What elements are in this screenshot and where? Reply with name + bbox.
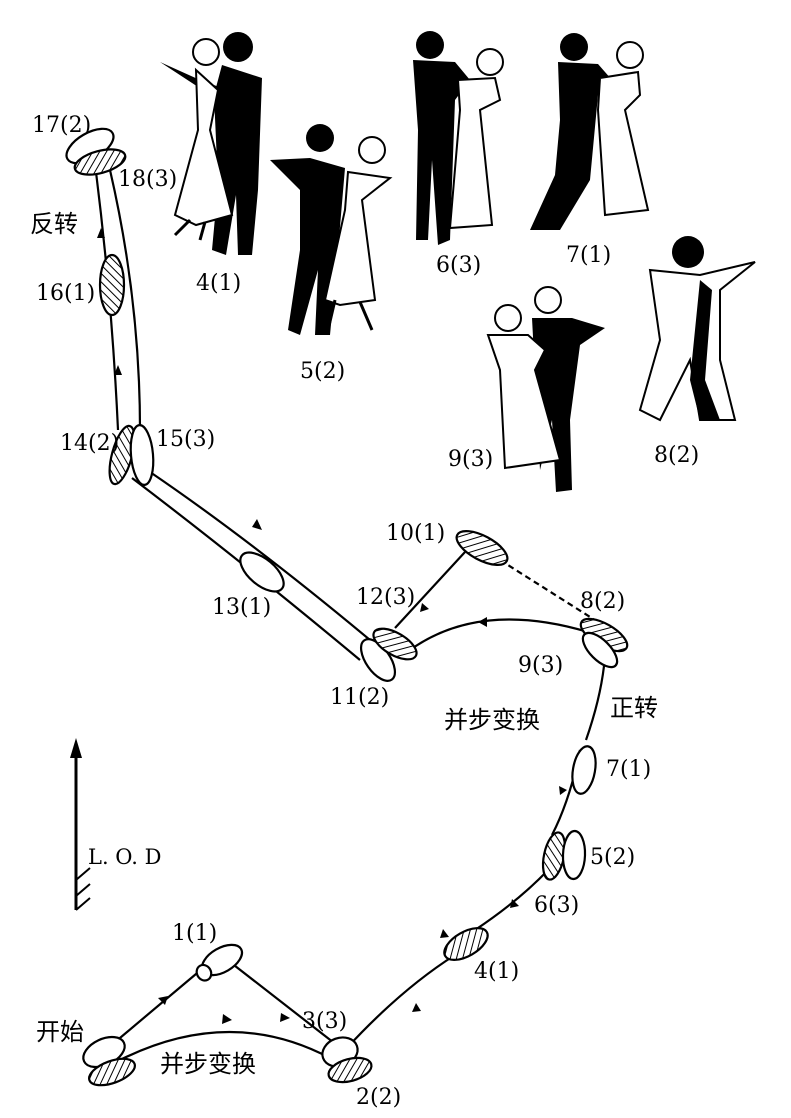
step-label-17: 17(2): [32, 113, 91, 138]
step-labels: 1(1) 2(2) 3(3) 4(1) 5(2) 6(3) 7(1) 8(2) …: [32, 113, 651, 1110]
dancer-couple-4-icon: [160, 32, 262, 255]
arrow-icon: [559, 786, 567, 795]
step-label-16: 16(1): [36, 281, 95, 306]
arrow-icon: [222, 1014, 232, 1024]
path-1-to-3: [229, 961, 339, 1047]
path-15-to-17: [108, 169, 142, 431]
arrow-icon: [510, 899, 519, 908]
step-label-6: 6(3): [534, 893, 579, 918]
label-closed-change-middle: 并步变换: [444, 706, 540, 734]
label-natural-turn: 正转: [610, 694, 658, 722]
step-label-10: 10(1): [386, 521, 445, 546]
hatched-footprint-start: [88, 1057, 136, 1087]
arrow-icon: [280, 1013, 290, 1022]
step-label-9: 9(3): [518, 653, 563, 678]
step-label-14: 14(2): [60, 431, 119, 456]
hatched-footprint-10: [455, 530, 509, 566]
footprint-7: [571, 745, 597, 795]
step-label-7: 7(1): [606, 757, 651, 782]
hatched-footprint-12: [372, 627, 418, 661]
dance-path: [94, 169, 606, 1061]
figure-label-6: 6(3): [436, 253, 481, 278]
footprint-13: [239, 551, 285, 593]
hatched-footprint-18: [73, 148, 127, 176]
footprint-1: [195, 943, 244, 982]
dancer-couple-6-icon: [413, 31, 504, 245]
hatched-footprint-2: [327, 1056, 373, 1084]
path-7-to-9: [584, 665, 606, 741]
path-start-to-3-closed-change: [119, 1030, 331, 1061]
path-12-to-10: [394, 551, 466, 629]
label-reverse-turn: 反转: [30, 210, 78, 238]
figure-label-9: 9(3): [448, 447, 493, 472]
label-start: 开始: [36, 1018, 84, 1046]
arrow-icon: [70, 738, 82, 758]
figure-label-7: 7(1): [566, 243, 611, 268]
step-label-11: 11(2): [330, 685, 389, 710]
figure-label-8: 8(2): [654, 443, 699, 468]
figure-labels: 4(1) 5(2) 6(3) 7(1) 8(2) 9(3): [196, 243, 699, 472]
footprints: [65, 127, 629, 1087]
path-9-to-12: [409, 618, 589, 651]
lod-label: L. O. D: [88, 845, 161, 869]
footprint-5: [561, 829, 587, 881]
step-label-15: 15(3): [156, 427, 215, 452]
figure-label-5: 5(2): [300, 359, 345, 384]
step-label-12: 12(3): [356, 585, 415, 610]
step-label-5: 5(2): [590, 845, 635, 870]
footprint-9: [581, 631, 619, 669]
label-closed-change-bottom: 并步变换: [160, 1050, 256, 1078]
dancer-couple-8-icon: [638, 236, 756, 422]
arrow-icon: [420, 603, 429, 612]
arrow-icon: [478, 617, 487, 627]
path-11-to-14: [149, 471, 371, 641]
arrow-icon: [97, 228, 105, 238]
dancer-couple-5-icon: [270, 124, 393, 335]
step-label-1: 1(1): [172, 921, 217, 946]
dancer-couple-9-icon: [486, 286, 605, 492]
lod-arrow: L. O. D: [70, 738, 161, 911]
arrow-icon: [252, 519, 262, 530]
step-label-13: 13(1): [212, 595, 271, 620]
footprint-15: [129, 423, 155, 487]
step-label-8: 8(2): [580, 589, 625, 614]
path-3-to-4: [344, 954, 456, 1051]
dancer-couple-7-icon: [530, 33, 650, 230]
step-label-4: 4(1): [474, 959, 519, 984]
arrow-icon: [440, 929, 449, 938]
arrow-icon: [158, 996, 168, 1005]
step-label-18: 18(3): [118, 167, 177, 192]
arrow-icon: [412, 1003, 421, 1012]
step-label-2: 2(2): [356, 1085, 401, 1110]
hatched-footprint-16: [98, 253, 126, 317]
hatched-footprint-4: [443, 927, 489, 961]
figure-label-4: 4(1): [196, 271, 241, 296]
step-label-3: 3(3): [302, 1009, 347, 1034]
arrow-icon: [114, 365, 122, 375]
